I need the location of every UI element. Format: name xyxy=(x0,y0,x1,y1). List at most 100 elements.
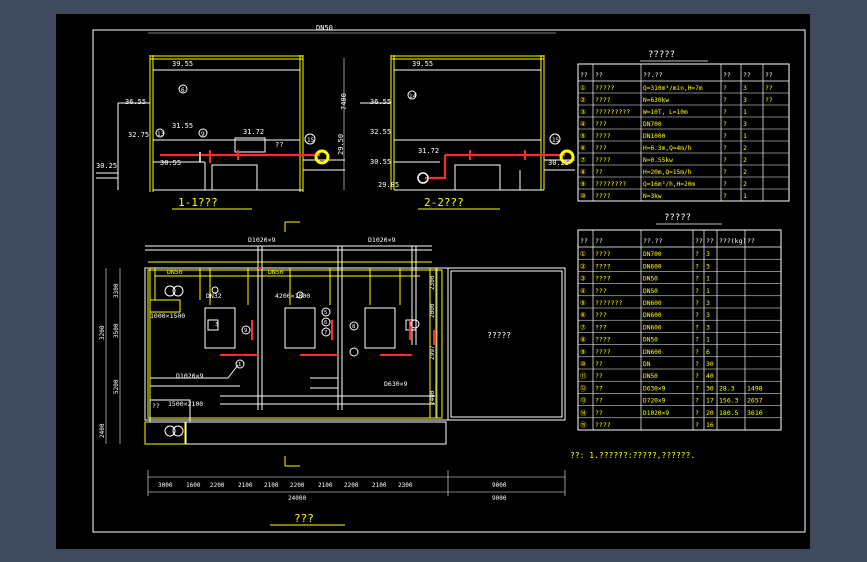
table_2-cell: ⑧ xyxy=(580,336,586,344)
table_1-cell: Q=16m³/h,H=20m xyxy=(643,181,695,188)
table_1-cell: 2 xyxy=(743,168,747,176)
svg-text:30.55: 30.55 xyxy=(370,158,391,166)
table_2-cell: ? xyxy=(695,348,699,356)
table_2-cell: ???? xyxy=(595,262,611,270)
table_2-cell: ???? xyxy=(595,275,611,283)
section-1-title: 1-1??? xyxy=(178,196,218,209)
plan-view xyxy=(144,221,566,467)
table_2-cell: ⑪ xyxy=(580,372,587,380)
table_2-cell: ?? xyxy=(595,384,603,392)
table_2-cell: ? xyxy=(695,409,699,417)
table_2-cell: ? xyxy=(695,250,699,258)
svg-text:30.55: 30.55 xyxy=(160,159,181,167)
table_1-cell: 2 xyxy=(743,144,747,152)
table_1-cell: ? xyxy=(723,120,727,128)
table_1-cell: DN1000 xyxy=(643,133,666,140)
table_2-cell: ??? xyxy=(595,287,607,295)
table_1-cell: ?? xyxy=(595,168,603,176)
table_1-cell: ????? xyxy=(595,84,615,92)
table_1-cell: 1 xyxy=(743,192,747,200)
table_2-cell: 20 xyxy=(706,409,714,417)
svg-text:DN50: DN50 xyxy=(268,268,284,276)
table_1-cell: N=3kw xyxy=(643,193,662,200)
svg-text:2300: 2300 xyxy=(398,482,413,489)
table_2-header: ??.?? xyxy=(643,237,663,245)
svg-text:15: 15 xyxy=(307,137,315,144)
table_2-cell: ② xyxy=(580,262,586,270)
table_2-cell: 3 xyxy=(706,262,710,270)
table_1-cell: ??? xyxy=(595,144,607,152)
table_2-cell: ④ xyxy=(580,287,586,295)
section-1-pipe xyxy=(155,84,330,165)
table_1-cell: ? xyxy=(723,132,727,140)
svg-text:3200: 3200 xyxy=(99,325,106,340)
table_2-cell: ? xyxy=(695,384,699,392)
svg-text:9: 9 xyxy=(244,328,247,334)
table_2-cell: 40 xyxy=(706,372,714,380)
table_2-cell: 3610 xyxy=(747,409,763,417)
table_2-cell: ? xyxy=(695,299,699,307)
table_1-cell: N=0.55kw xyxy=(643,157,673,164)
top-dimension: DN50 xyxy=(316,24,333,32)
table_2-cell: ⑦ xyxy=(580,323,586,331)
table_2-cell: ??????? xyxy=(595,299,622,307)
svg-text:DN32: DN32 xyxy=(206,292,222,300)
table_1-cell: ???? xyxy=(595,192,611,200)
table_1-cell: ⑩ xyxy=(580,192,586,200)
table_2-cell: 3 xyxy=(706,311,710,319)
table_1-cell: ? xyxy=(723,168,727,176)
border-frame xyxy=(92,29,806,533)
table_1-cell: H=6.3m,Q=4m/h xyxy=(643,145,692,152)
table_1-header: ?? xyxy=(723,71,731,79)
table_1-header: ?? xyxy=(743,71,751,79)
table_1-cell: ⑧ xyxy=(580,168,586,176)
table_2-cell: 16 xyxy=(706,421,714,429)
svg-text:6: 6 xyxy=(181,87,185,94)
table_1-cell: Q=310m³/min,H=7m xyxy=(643,85,703,92)
svg-text:9000: 9000 xyxy=(492,495,507,502)
table_2-cell: ? xyxy=(695,421,699,429)
table_1-cell: ⑦ xyxy=(580,156,586,164)
table_2-cell: D720×9 xyxy=(643,398,666,405)
table_1-cell: 1 xyxy=(743,108,747,116)
svg-text:2200: 2200 xyxy=(344,482,359,489)
svg-text:29.50: 29.50 xyxy=(337,134,345,155)
svg-text:30.25: 30.25 xyxy=(548,159,569,167)
svg-text:7: 7 xyxy=(324,330,327,336)
table_2-cell: DN600 xyxy=(643,300,662,307)
table_2-cell: ???? xyxy=(595,348,611,356)
table_2-cell: DN50 xyxy=(643,276,658,283)
svg-text:29.85: 29.85 xyxy=(378,181,399,189)
section-2-2 xyxy=(360,55,575,191)
table_2-header: ?? xyxy=(695,237,703,245)
table_1-cell: ? xyxy=(723,84,727,92)
table_2-cell: ???? xyxy=(595,336,611,344)
table_2-cell: 28.3 xyxy=(719,384,735,392)
table_2-cell: ??? xyxy=(595,311,607,319)
svg-text:39.55: 39.55 xyxy=(172,60,193,68)
plan-dimensions xyxy=(105,268,566,496)
svg-text:3300: 3300 xyxy=(113,283,120,298)
table_2-cell: ⑫ xyxy=(580,384,587,392)
table_2-cell: DN600 xyxy=(643,263,662,270)
table_1-cell: ③ xyxy=(580,108,586,116)
table_2-cell: 3 xyxy=(706,323,710,331)
table_2-cell: 1 xyxy=(706,336,710,344)
table_2-cell: D1020×9 xyxy=(643,410,669,417)
table_2-cell: ⑭ xyxy=(580,409,587,417)
plan-valves xyxy=(164,285,420,437)
table_2-cell: 1498 xyxy=(747,384,763,392)
svg-text:39.55: 39.55 xyxy=(412,60,433,68)
table_1-cell: ? xyxy=(723,192,727,200)
table_2-cell: DN600 xyxy=(643,312,662,319)
table_2-cell: ?? xyxy=(595,360,603,368)
section-2-title: 2-2??? xyxy=(424,196,464,209)
svg-text:5200: 5200 xyxy=(113,379,120,394)
table_1-cell: ???? xyxy=(595,132,611,140)
svg-text:1: 1 xyxy=(238,362,241,368)
svg-text:15: 15 xyxy=(552,137,560,144)
svg-text:3: 3 xyxy=(215,322,218,328)
table_2-cell: DN50 xyxy=(643,337,658,344)
table_2-cell: 17 xyxy=(706,397,714,405)
